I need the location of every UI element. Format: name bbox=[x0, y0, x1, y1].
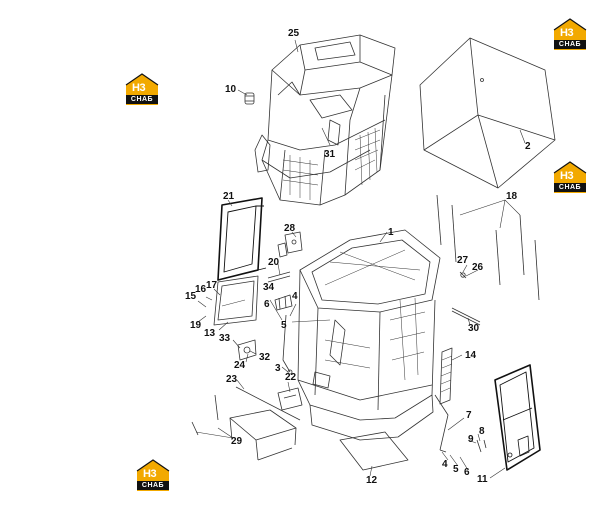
part-label-19: 19 bbox=[190, 320, 202, 331]
part-label-9: 9 bbox=[468, 434, 474, 445]
part-label-22: 22 bbox=[285, 372, 297, 383]
mounting-frame bbox=[191, 394, 297, 461]
part-label-5-top: 5 bbox=[281, 320, 287, 331]
h3-house-logo-icon: H3 CHAБ bbox=[135, 457, 171, 491]
part-label-16: 16 bbox=[195, 284, 207, 295]
h3-house-logo-icon: H3 CHAБ bbox=[124, 71, 160, 105]
side-window bbox=[213, 275, 259, 326]
part-label-11: 11 bbox=[477, 474, 488, 485]
part-label-12: 12 bbox=[366, 475, 378, 486]
fasteners bbox=[476, 439, 487, 453]
logo-text: CHAБ bbox=[141, 482, 165, 489]
part-label-6-bottom: 6 bbox=[464, 467, 470, 478]
part-label-7: 7 bbox=[466, 410, 472, 421]
part-label-15: 15 bbox=[185, 291, 197, 302]
h3-house-logo-icon: H3 CHAБ bbox=[552, 159, 588, 193]
logo-text: CHAБ bbox=[558, 41, 582, 48]
part-label-21: 21 bbox=[223, 191, 235, 202]
rear-window-frame bbox=[217, 197, 267, 281]
cover-panel bbox=[277, 387, 303, 411]
part-label-3: 3 bbox=[275, 363, 281, 374]
h3-house-logo-icon: H3 CHAБ bbox=[552, 16, 588, 50]
logo-text: CHAБ bbox=[130, 96, 154, 103]
part-label-10: 10 bbox=[225, 84, 237, 95]
part-label-27: 27 bbox=[457, 255, 469, 266]
floor-mat bbox=[339, 431, 409, 471]
leader-lines bbox=[195, 39, 526, 479]
windshield-glass bbox=[419, 37, 556, 189]
part-label-13: 13 bbox=[204, 328, 216, 339]
part-label-4-bottom: 4 bbox=[442, 459, 448, 470]
part-label-23: 23 bbox=[226, 374, 238, 385]
logo-mark: H3 bbox=[143, 468, 157, 480]
part-label-2: 2 bbox=[525, 141, 531, 152]
part-label-1: 1 bbox=[388, 227, 394, 238]
logo-text: CHAБ bbox=[558, 184, 582, 191]
heater-panel bbox=[439, 347, 453, 405]
part-label-26: 26 bbox=[472, 262, 484, 273]
main-cab-body bbox=[297, 229, 441, 441]
support-rod bbox=[434, 394, 449, 453]
part-label-31: 31 bbox=[324, 149, 336, 160]
hinge-part bbox=[274, 294, 293, 311]
cab-frame-assembly bbox=[254, 34, 396, 206]
part-label-28: 28 bbox=[284, 223, 296, 234]
part-label-5-bottom: 5 bbox=[453, 464, 459, 475]
glass-strips bbox=[436, 194, 540, 301]
bolt-parts bbox=[459, 271, 467, 279]
bar-part bbox=[235, 386, 301, 421]
part-label-30: 30 bbox=[468, 323, 480, 334]
cab-door bbox=[494, 364, 541, 471]
knob-part bbox=[244, 92, 255, 105]
door-handle-part bbox=[237, 339, 257, 361]
part-label-24: 24 bbox=[234, 360, 246, 371]
logo-mark: H3 bbox=[560, 27, 574, 39]
bracket-part bbox=[277, 231, 303, 258]
part-label-6-top: 6 bbox=[264, 299, 270, 310]
part-label-25: 25 bbox=[288, 28, 300, 39]
part-label-14: 14 bbox=[465, 350, 477, 361]
part-label-20: 20 bbox=[268, 257, 280, 268]
part-label-8: 8 bbox=[479, 426, 485, 437]
part-label-33: 33 bbox=[219, 333, 231, 344]
logo-mark: H3 bbox=[132, 82, 146, 94]
part-label-4-top: 4 bbox=[292, 291, 298, 302]
logo-mark: H3 bbox=[560, 170, 574, 182]
part-label-18: 18 bbox=[506, 191, 518, 202]
part-label-34: 34 bbox=[263, 282, 275, 293]
pin-part bbox=[267, 271, 291, 283]
part-label-32: 32 bbox=[259, 352, 271, 363]
part-label-29: 29 bbox=[231, 436, 243, 447]
rod-part bbox=[451, 307, 481, 326]
part-label-17: 17 bbox=[206, 280, 218, 291]
